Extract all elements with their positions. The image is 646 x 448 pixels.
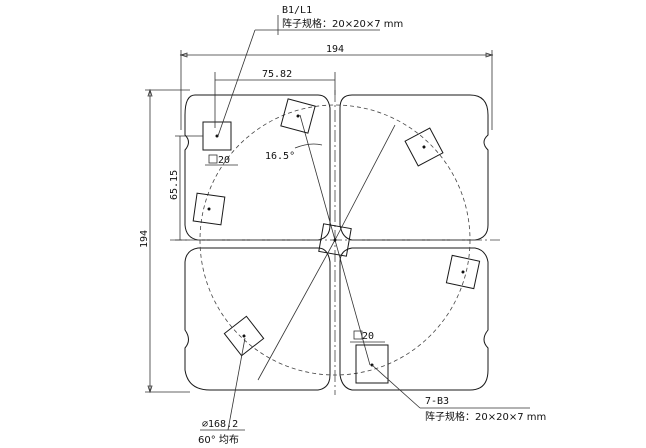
angle-label: 16.5° — [265, 151, 295, 162]
svg-text:194: 194 — [326, 44, 344, 55]
callout-pcd: ⌀168.2 60° 均布 — [198, 337, 246, 446]
svg-text:20: 20 — [218, 155, 230, 166]
dim-offset-y: 65.15 — [169, 135, 203, 241]
antenna-elements — [192, 98, 481, 384]
svg-text:⌀168.2: ⌀168.2 — [202, 419, 238, 430]
svg-text:B1/L1: B1/L1 — [282, 5, 312, 16]
svg-text:65.15: 65.15 — [169, 170, 180, 200]
callout-top: B1/L1 阵子规格：20×20×7 mm — [217, 5, 403, 137]
svg-text:194: 194 — [139, 230, 150, 248]
svg-text:阵子规格：20×20×7 mm: 阵子规格：20×20×7 mm — [282, 17, 403, 30]
svg-text:60° 均布: 60° 均布 — [198, 434, 239, 446]
callout-bottom: 7-B3 阵子规格：20×20×7 mm — [371, 364, 546, 423]
dim-overall-height: 194 — [139, 88, 190, 394]
square-size-label-left: 20 — [205, 154, 238, 166]
angle-arc — [294, 143, 323, 149]
svg-text:20: 20 — [362, 331, 374, 342]
svg-text:75.82: 75.82 — [262, 69, 292, 80]
dim-offset-x: 75.82 — [214, 69, 336, 128]
svg-text:7-B3: 7-B3 — [425, 396, 449, 407]
dim-overall-width: 194 — [179, 44, 494, 130]
radial-lines — [257, 114, 396, 381]
svg-text:阵子规格：20×20×7 mm: 阵子规格：20×20×7 mm — [425, 410, 546, 423]
board-outline — [184, 94, 489, 391]
square-size-label-bottom: 20 — [350, 330, 385, 343]
